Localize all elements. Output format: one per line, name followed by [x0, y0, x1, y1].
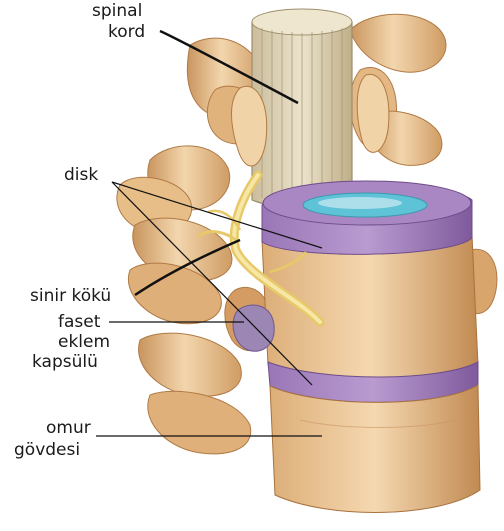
upper-vertebral-body — [262, 235, 478, 380]
label-disk: disk — [64, 165, 98, 185]
label-nerve-root: sinir kökü — [30, 286, 111, 306]
upper-disk — [262, 181, 472, 254]
lower-vertebral-body — [270, 385, 480, 512]
label-facet-capsule-line3: kapsülü — [32, 352, 98, 372]
label-facet-capsule-line2: eklem — [58, 332, 110, 352]
label-facet-capsule-line1: faset — [58, 312, 100, 332]
label-vertebral-body-line2: gövdesi — [14, 440, 80, 460]
spinal-cord — [252, 9, 352, 208]
label-spinal-cord-line2: kord — [108, 22, 145, 42]
label-vertebral-body-line1: omur — [46, 418, 91, 438]
label-spinal-cord-line1: spinal — [92, 1, 142, 21]
